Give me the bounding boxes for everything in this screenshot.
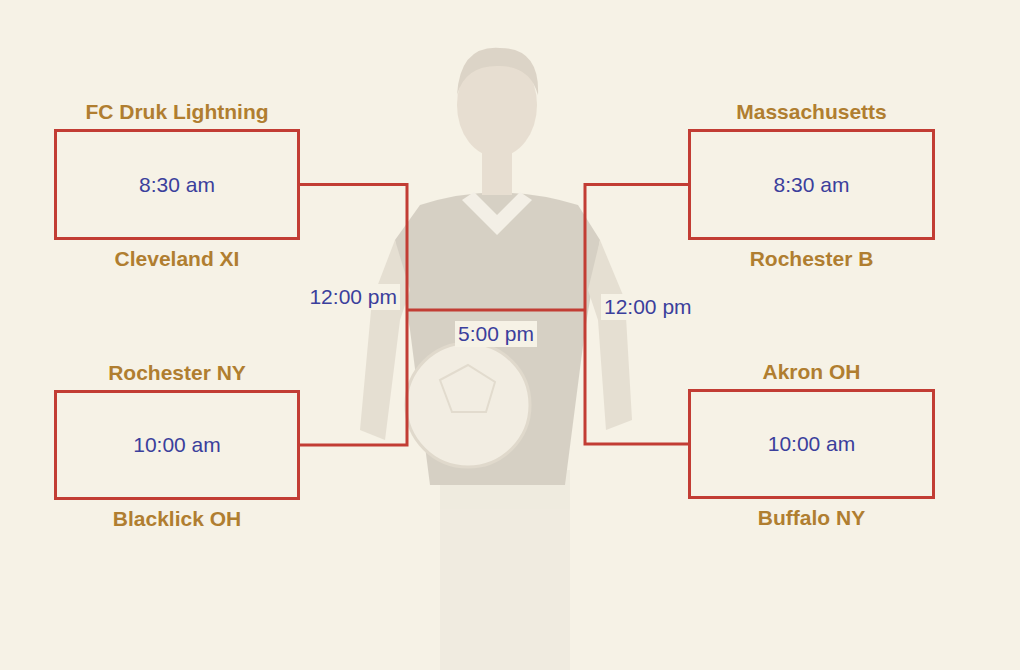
team-name: Rochester B (667, 246, 956, 271)
match-box: FC Druk Lightning8:30 amCleveland XI (54, 129, 300, 240)
match-time: 8:30 am (131, 172, 223, 197)
player-figure (360, 48, 632, 670)
team-name: Cleveland XI (33, 246, 321, 271)
team-name: Massachusetts (667, 99, 956, 124)
team-name: FC Druk Lightning (33, 99, 321, 124)
team-name: Akron OH (667, 359, 956, 384)
final-time: 5:00 pm (455, 321, 537, 346)
player-right-arm (588, 240, 632, 430)
team-name: Blacklick OH (33, 506, 321, 531)
ball-pattern (440, 365, 495, 412)
final-bracket-line (407, 309, 585, 312)
match-box: Akron OH10:00 amBuffalo NY (688, 389, 935, 499)
match-time: 10:00 am (125, 432, 229, 457)
player-shorts (440, 470, 570, 670)
match-time: 10:00 am (760, 431, 864, 456)
team-name: Rochester NY (33, 360, 321, 385)
team-name: Buffalo NY (667, 505, 956, 530)
bracket-connector (300, 185, 407, 446)
match-box: Rochester NY10:00 amBlacklick OH (54, 390, 300, 500)
match-box: Massachusetts8:30 amRochester B (688, 129, 935, 240)
player-collar (462, 192, 532, 235)
player-hair (457, 48, 538, 95)
round-time: 12:00 pm (306, 284, 400, 309)
player-shirt (395, 193, 600, 486)
round-time: 12:00 pm (601, 294, 695, 319)
soccer-ball (406, 343, 530, 467)
match-time: 8:30 am (766, 172, 858, 197)
player-left-arm (360, 240, 410, 440)
